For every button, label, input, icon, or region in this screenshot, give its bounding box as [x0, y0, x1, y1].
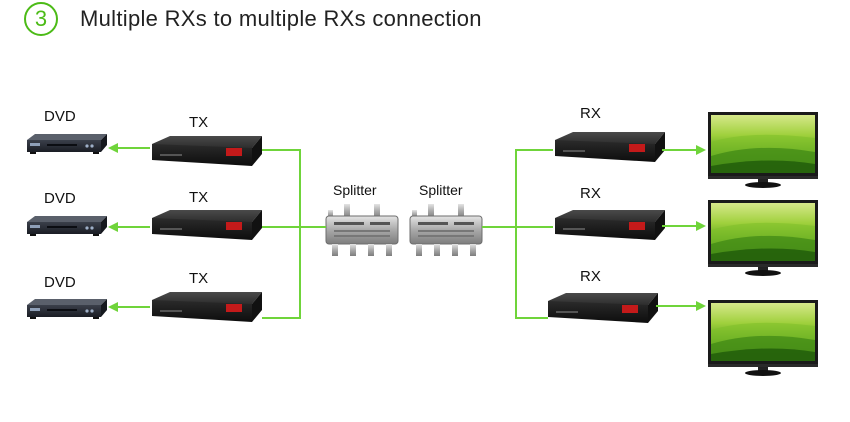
splitter-label-1: Splitter [333, 182, 377, 198]
dvd-player-2 [27, 216, 107, 236]
dvd-player-1 [27, 134, 107, 154]
rx-label-3: RX [580, 268, 601, 285]
rx-unit-1 [555, 132, 665, 162]
step-number-badge: 3 [24, 2, 58, 36]
rx-unit-2 [555, 210, 665, 240]
dvd-label-1: DVD [44, 108, 76, 125]
tx-label-2: TX [189, 189, 209, 206]
tx-unit-2 [152, 210, 262, 240]
dvd-player-3 [27, 299, 107, 319]
tx-label-1: TX [189, 114, 209, 131]
tv-display-2 [708, 200, 818, 276]
splitter-1 [325, 203, 399, 257]
rx-unit-3 [548, 293, 658, 323]
dvd-label-3: DVD [44, 274, 76, 291]
rx-label-1: RX [580, 105, 601, 122]
tx-bus-line [262, 149, 301, 319]
tv-display-1 [708, 112, 818, 188]
tv-display-3 [708, 300, 818, 376]
splitter-label-2: Splitter [419, 182, 463, 198]
dvd-label-2: DVD [44, 190, 76, 207]
tx-unit-1 [152, 136, 262, 166]
splitter-2 [409, 203, 483, 257]
page-title: Multiple RXs to multiple RXs connection [80, 6, 482, 31]
rx-bus-line [515, 149, 553, 319]
tx-label-3: TX [189, 270, 209, 287]
connection-lines [108, 143, 706, 319]
rx-label-2: RX [580, 185, 601, 202]
tx-unit-3 [152, 292, 262, 322]
